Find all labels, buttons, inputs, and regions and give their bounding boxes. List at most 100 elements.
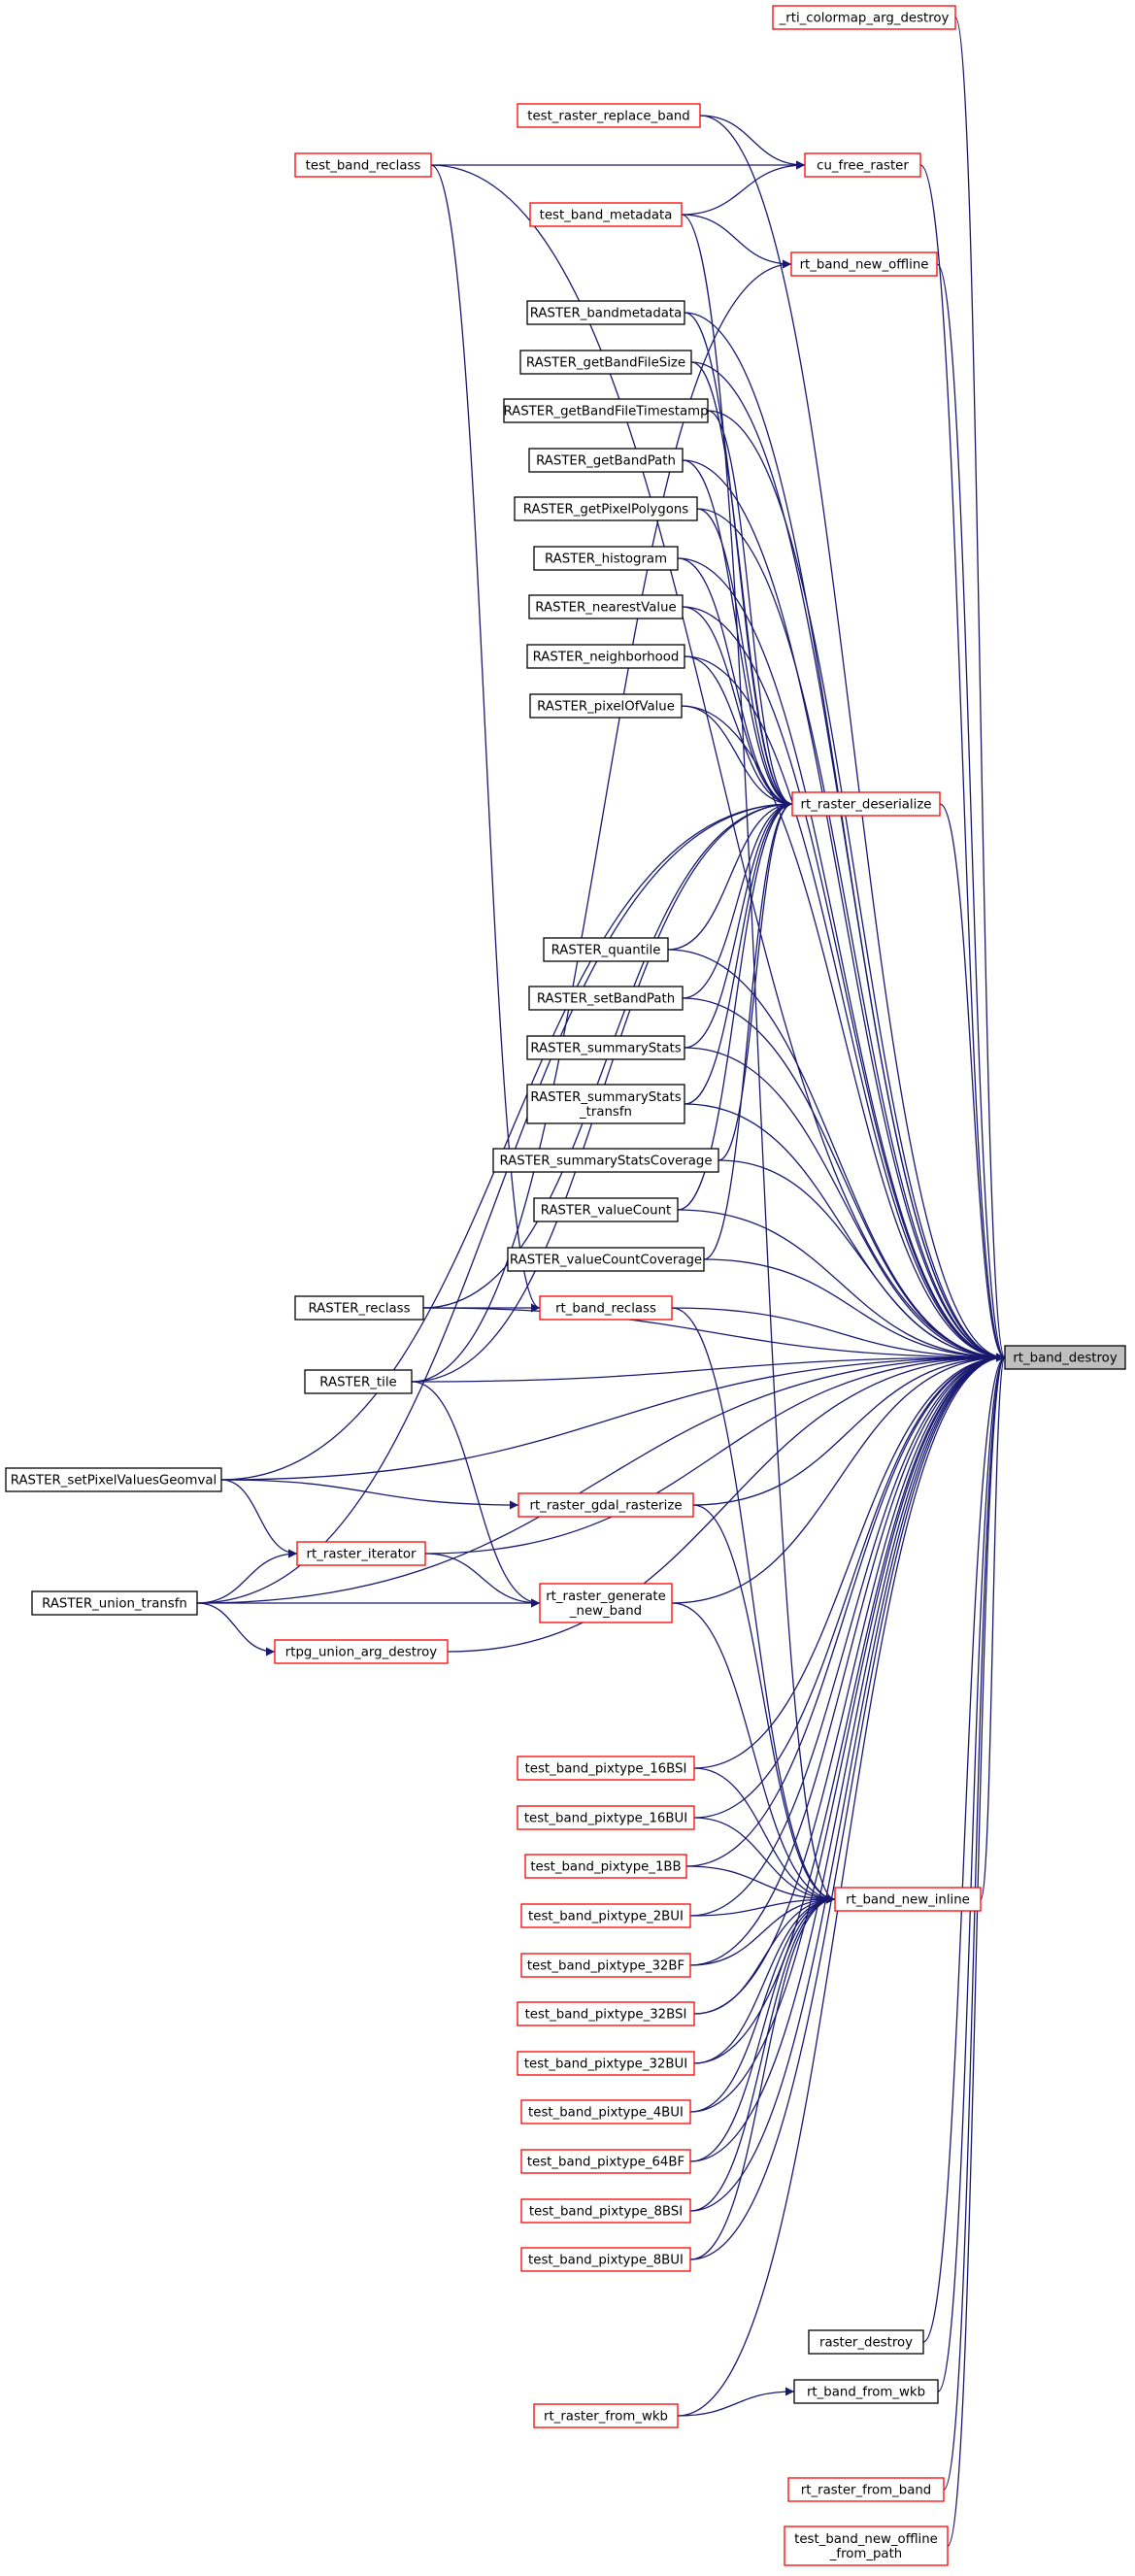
edge-rt_band_reclass-to-rt_band_new_inline (671, 1307, 836, 1904)
edge-rtpg_union_arg_destroy-to-rt_band_destroy (447, 1353, 1006, 1653)
node-raster-tile[interactable]: RASTER_tile (304, 1369, 413, 1394)
node-label: rt_raster_from_band (801, 2484, 931, 2498)
node-box (514, 496, 698, 521)
node-rt-band-new-inline[interactable]: rt_band_new_inline (834, 1887, 982, 1912)
node-test-band-reclass[interactable]: test_band_reclass (294, 152, 432, 178)
node-box (517, 1492, 694, 1518)
node-rti-colormap[interactable]: _rti_colormap_arg_destroy (772, 5, 956, 30)
node-box (519, 350, 692, 375)
edge-test_raster_replace_band-to-cu_free_raster (699, 115, 806, 170)
edge-raster_getbandpath-to-rt_band_destroy (682, 459, 1006, 1362)
node-raster-getbandpath[interactable]: RASTER_getBandPath (528, 448, 684, 473)
node-label: rt_band_destroy (1013, 1352, 1118, 1366)
edge-rt_raster_gdal_rasterize-to-rt_band_new_inline (692, 1504, 836, 1904)
node-raster-quantile[interactable]: RASTER_quantile (543, 937, 669, 962)
edge-raster_tile-to-rt_band_new_offline (411, 259, 792, 1383)
edge-raster_neighborhood-to-rt_band_destroy (684, 655, 1006, 1362)
node-rt-band-destroy[interactable]: rt_band_destroy (1004, 1345, 1126, 1370)
node-test-raster-replace-band[interactable]: test_raster_replace_band (517, 103, 701, 128)
node-box (791, 791, 941, 817)
node-label: RASTER_setPixelValuesGeomval (11, 1474, 217, 1489)
edge-test_band_pixtype_16bsi-to-rt_band_destroy (693, 1353, 1006, 1769)
node-label: rt_band_reclass (555, 1302, 656, 1317)
node-test-band-pixtype-16bui[interactable]: test_band_pixtype_16BUI (517, 1805, 695, 1830)
node-raster-summarystats-transfn[interactable]: RASTER_summaryStats_transfn (526, 1084, 685, 1124)
node-test-band-pixtype-32bf[interactable]: test_band_pixtype_32BF (520, 1953, 691, 1978)
node-box (533, 1197, 679, 1222)
edge-test_band_pixtype_32bf-to-rt_band_new_inline (689, 1894, 836, 1966)
node-test-band-pixtype-32bui[interactable]: test_band_pixtype_32BUI (517, 2051, 695, 2076)
node-rt-band-new-offline-from-path[interactable]: test_band_new_offline_from_path (784, 2526, 949, 2566)
node-rt-band-reclass[interactable]: rt_band_reclass (539, 1295, 673, 1321)
edge-test_band_pixtype_32bui-to-rt_band_new_inline (693, 1894, 836, 2064)
node-rt-raster-generate-new-band[interactable]: rt_raster_generate_new_band (539, 1583, 673, 1623)
node-box (520, 2149, 691, 2174)
node-box (772, 5, 956, 30)
node-box (804, 152, 921, 178)
node-rt-raster-from-band[interactable]: rt_raster_from_band (787, 2477, 945, 2502)
edge-rt_band_new_offline-to-rt_band_destroy (936, 263, 1006, 1362)
edge-rt_raster_iterator-to-rt_band_destroy (424, 1353, 1006, 1555)
node-test-band-pixtype-8bsi[interactable]: test_band_pixtype_8BSI (520, 2198, 691, 2224)
node-box (784, 2526, 949, 2566)
node-label: test_band_pixtype_16BUI (524, 1812, 687, 1826)
node-test-band-pixtype-16bsi[interactable]: test_band_pixtype_16BSI (517, 1756, 695, 1781)
node-raster-nearestvalue[interactable]: RASTER_nearestValue (528, 594, 684, 619)
node-raster-histogram[interactable]: RASTER_histogram (533, 546, 679, 571)
node-raster-summarystatscoverage[interactable]: RASTER_summaryStatsCoverage (492, 1148, 719, 1173)
node-rt-raster-from-wkb[interactable]: rt_raster_from_wkb (533, 2403, 679, 2428)
node-box (517, 1756, 695, 1781)
node-raster-pixelofvalue[interactable]: RASTER_pixelOfValue (529, 693, 683, 719)
node-raster-getbandfilesize[interactable]: RASTER_getBandFileSize (519, 350, 692, 375)
edge-test_band_pixtype_2bui-to-rt_band_destroy (689, 1353, 1006, 1917)
node-rtpg-union-arg-destroy[interactable]: rtpg_union_arg_destroy (274, 1639, 449, 1664)
edge-test_band_pixtype_32bui-to-rt_band_destroy (693, 1353, 1006, 2064)
node-label: test_band_pixtype_64BF (527, 2156, 684, 2170)
edge-raster_getbandfiletimestamp-to-rt_raster_deserialize (707, 410, 793, 809)
node-label: RASTER_getBandFileSize (526, 356, 685, 371)
node-test-band-metadata[interactable]: test_band_metadata (529, 202, 683, 227)
node-test-band-pixtype-1bb[interactable]: test_band_pixtype_1BB (524, 1854, 687, 1879)
edge-test_band_pixtype_64bf-to-rt_band_new_inline (689, 1894, 836, 2162)
node-raster-bandmetadata[interactable]: RASTER_bandmetadata (526, 300, 685, 325)
node-label: rtpg_union_arg_destroy (285, 1646, 438, 1660)
node-cu-free-raster[interactable]: cu_free_raster (804, 152, 921, 178)
node-label: _transfn (579, 1105, 632, 1120)
node-raster-union-transfn[interactable]: RASTER_union_transfn (31, 1590, 198, 1616)
node-box (294, 152, 432, 178)
node-raster-valuecountcoverage[interactable]: RASTER_valueCountCoverage (507, 1247, 705, 1272)
edge-raster_setbandpath-to-rt_band_destroy (682, 997, 1006, 1362)
node-rt-band-from-wkb[interactable]: rt_band_from_wkb (793, 2379, 939, 2404)
node-raster-destroy[interactable]: raster_destroy (808, 2329, 924, 2355)
node-rt-raster-gdal-rasterize[interactable]: rt_raster_gdal_rasterize (517, 1492, 694, 1518)
node-test-band-pixtype-32bsi[interactable]: test_band_pixtype_32BSI (517, 2001, 695, 2026)
node-raster-summarystats[interactable]: RASTER_summaryStats (526, 1035, 685, 1060)
node-label: RASTER_bandmetadata (530, 307, 683, 321)
node-label: rt_raster_iterator (307, 1548, 417, 1562)
edge-raster_summarystatscoverage-to-rt_raster_deserialize (718, 799, 793, 1161)
node-rt-raster-iterator[interactable]: rt_raster_iterator (296, 1541, 426, 1566)
node-label: RASTER_setBandPath (537, 992, 675, 1007)
node-raster-getbandfiletimestamp[interactable]: RASTER_getBandFileTimestamp (503, 398, 709, 423)
node-raster-getpixelpolygons[interactable]: RASTER_getPixelPolygons (514, 496, 698, 521)
node-label: RASTER_valueCountCoverage (510, 1254, 702, 1268)
node-label: RASTER_valueCount (541, 1204, 671, 1219)
edge-test_band_metadata-to-cu_free_raster (681, 160, 806, 216)
node-test-band-pixtype-4bui[interactable]: test_band_pixtype_4BUI (520, 2099, 691, 2124)
node-test-band-pixtype-8bui[interactable]: test_band_pixtype_8BUI (520, 2247, 691, 2272)
node-raster-setpixelvaluesgeomval[interactable]: RASTER_setPixelValuesGeomval (5, 1467, 222, 1492)
edge-raster_quantile-to-rt_raster_deserialize (667, 799, 793, 951)
node-raster-reclass[interactable]: RASTER_reclass (294, 1295, 424, 1321)
edge-raster_summarystatscoverage-to-rt_band_destroy (718, 1159, 1006, 1362)
node-label: test_band_reclass (306, 159, 421, 174)
node-rt-band-new-offline[interactable]: rt_band_new_offline (790, 251, 938, 277)
node-raster-valuecount[interactable]: RASTER_valueCount (533, 1197, 679, 1222)
node-rt-raster-deserialize[interactable]: rt_raster_deserialize (791, 791, 941, 817)
node-raster-neighborhood[interactable]: RASTER_neighborhood (526, 644, 685, 669)
node-raster-setbandpath[interactable]: RASTER_setBandPath (528, 986, 684, 1011)
node-label: RASTER_quantile (551, 944, 661, 958)
node-test-band-pixtype-64bf[interactable]: test_band_pixtype_64BF (520, 2149, 691, 2174)
node-test-band-pixtype-2bui[interactable]: test_band_pixtype_2BUI (520, 1903, 691, 1928)
edge-test_raster_replace_band-to-rt_band_destroy (699, 115, 1006, 1362)
